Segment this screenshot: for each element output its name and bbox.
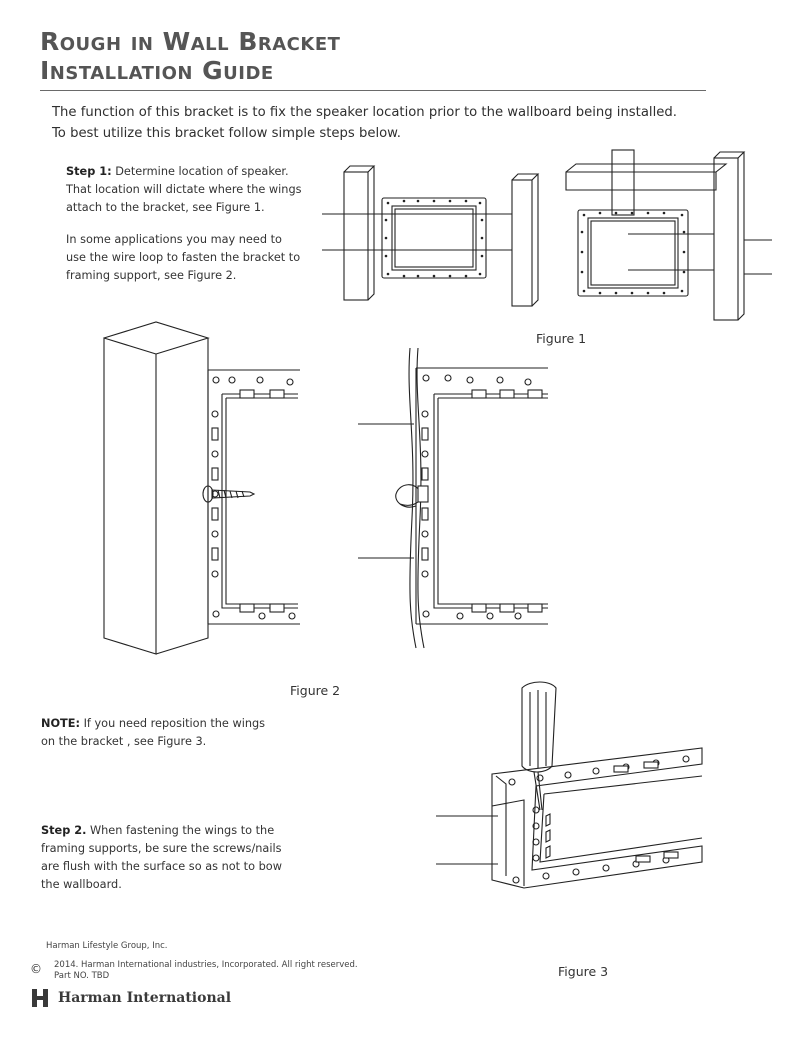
harman-logo: Harman International [32, 988, 231, 1008]
figure-2-caption: Figure 2 [290, 683, 341, 698]
title-divider [40, 90, 706, 91]
figure-3-caption: Figure 3 [558, 964, 609, 979]
step2-label: Step 2. [41, 824, 87, 837]
figure-1-illustration [322, 149, 772, 321]
brand-name: Harman International [58, 990, 232, 1006]
figure-1-caption: Figure 1 [536, 331, 587, 346]
figure-2-illustration [103, 321, 548, 655]
step2-text: When fastening the wings to the framing … [41, 824, 282, 891]
step1-text: Determine location of speaker. That loca… [66, 165, 302, 214]
harman-h-icon [32, 989, 48, 1007]
copyright-icon: © [30, 962, 42, 976]
copyright-line: 2014. Harman International industries, I… [54, 960, 358, 970]
intro-paragraph: The function of this bracket is to fix t… [52, 105, 677, 141]
note-text: If you need reposition the wings on the … [41, 717, 266, 748]
footer-organization: Harman Lifestyle Group, Inc. [46, 941, 168, 951]
step1-label: Step 1: [66, 165, 112, 178]
footer-copyright: 2014. Harman International industries, I… [54, 960, 358, 982]
step1-note: In some applications you may need to use… [66, 233, 301, 282]
step2-paragraph: Step 2. When fastening the wings to the … [41, 822, 291, 894]
step1-paragraph: Step 1: Determine location of speaker. T… [66, 163, 302, 217]
page-title: Rough in Wall Bracket Installation Guide [40, 27, 340, 85]
title-line-1: Rough in Wall Bracket [40, 27, 341, 56]
note-paragraph: NOTE: If you need reposition the wings o… [41, 715, 271, 751]
title-line-2: Installation Guide [40, 56, 274, 85]
note-label: NOTE: [41, 717, 80, 730]
part-number: Part NO. TBD [54, 971, 110, 981]
figure-3-illustration [436, 681, 703, 889]
